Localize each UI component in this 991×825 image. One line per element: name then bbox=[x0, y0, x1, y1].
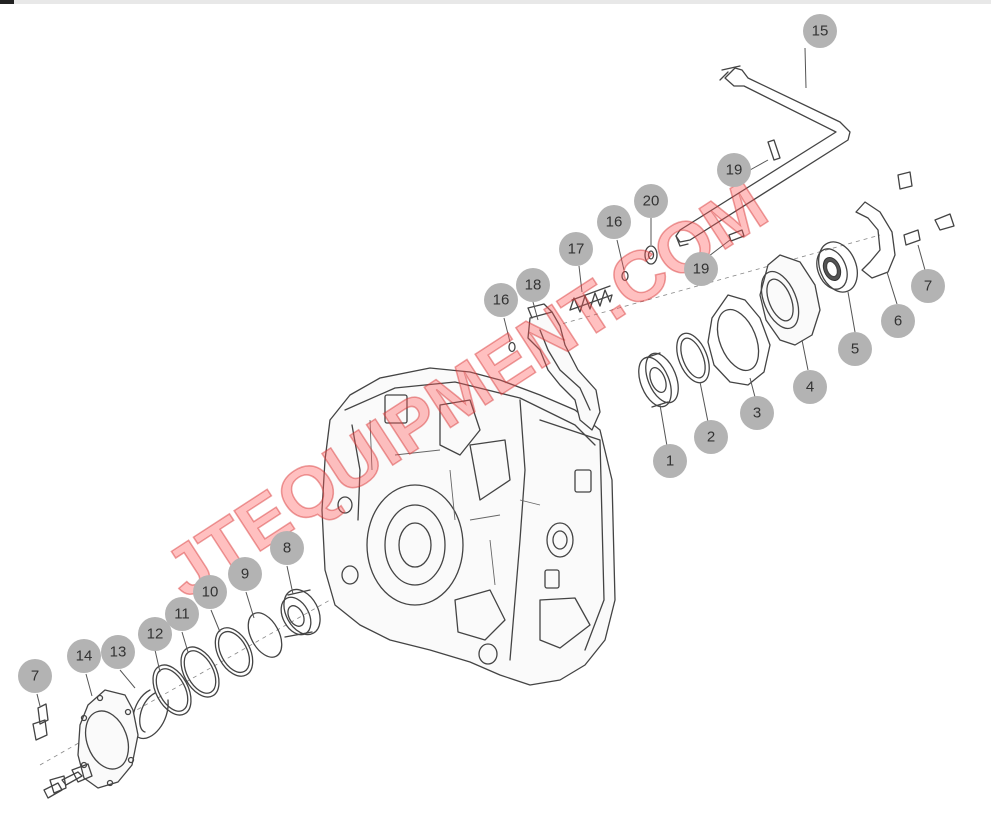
callout-9: 9 bbox=[228, 557, 262, 591]
corner-mark bbox=[0, 0, 14, 4]
callout-13: 13 bbox=[101, 635, 135, 669]
pin-19-upper bbox=[767, 139, 781, 161]
ring-9 bbox=[247, 612, 283, 658]
bearing-carrier-4 bbox=[759, 254, 821, 346]
gasket-3 bbox=[707, 294, 771, 386]
svg-text:16: 16 bbox=[493, 292, 510, 309]
callout-14: 14 bbox=[67, 639, 101, 673]
callout-11: 11 bbox=[165, 597, 199, 631]
svg-text:7: 7 bbox=[924, 278, 932, 295]
svg-text:11: 11 bbox=[174, 606, 190, 623]
o-ring-16a bbox=[621, 270, 629, 282]
callout-4: 4 bbox=[793, 370, 827, 404]
svg-text:9: 9 bbox=[241, 566, 249, 583]
svg-text:17: 17 bbox=[568, 241, 585, 258]
callout-1: 1 bbox=[653, 444, 687, 478]
callout-20: 20 bbox=[634, 184, 668, 218]
shift-lever-15 bbox=[675, 65, 851, 247]
washer-20 bbox=[644, 245, 658, 265]
callout-7-lower: 7 bbox=[18, 659, 52, 693]
callout-17: 17 bbox=[559, 232, 593, 266]
svg-text:19: 19 bbox=[726, 162, 743, 179]
svg-text:10: 10 bbox=[202, 584, 219, 601]
svg-text:19: 19 bbox=[693, 261, 710, 278]
svg-text:1: 1 bbox=[666, 453, 674, 470]
transmission-housing bbox=[321, 367, 616, 686]
callout-10: 10 bbox=[193, 575, 227, 609]
bearing-1 bbox=[638, 352, 679, 408]
bolts-7-lower bbox=[32, 703, 93, 799]
callout-19-lower: 19 bbox=[684, 252, 718, 286]
ring-10 bbox=[214, 627, 254, 677]
svg-text:2: 2 bbox=[707, 429, 715, 446]
svg-text:5: 5 bbox=[851, 341, 859, 358]
svg-text:20: 20 bbox=[643, 193, 660, 210]
pin-19-lower bbox=[728, 229, 745, 242]
seal-5 bbox=[816, 241, 858, 293]
ring-12 bbox=[152, 664, 192, 716]
svg-text:7: 7 bbox=[31, 668, 39, 685]
ring-2 bbox=[676, 332, 710, 384]
svg-text:4: 4 bbox=[806, 379, 814, 396]
callout-2: 2 bbox=[694, 420, 728, 454]
spring-17 bbox=[569, 285, 613, 313]
svg-text:8: 8 bbox=[283, 540, 291, 557]
svg-text:6: 6 bbox=[894, 313, 902, 330]
svg-text:12: 12 bbox=[147, 626, 164, 643]
top-border bbox=[0, 0, 991, 4]
svg-text:14: 14 bbox=[76, 648, 93, 665]
callout-12: 12 bbox=[138, 617, 172, 651]
svg-text:15: 15 bbox=[812, 23, 829, 40]
shift-fork-18 bbox=[527, 303, 601, 431]
svg-text:3: 3 bbox=[753, 405, 761, 422]
leader-lines bbox=[36, 47, 926, 707]
callout-15: 15 bbox=[803, 14, 837, 48]
callout-6: 6 bbox=[881, 304, 915, 338]
callout-8: 8 bbox=[270, 531, 304, 565]
cover-plate-14 bbox=[77, 689, 139, 789]
callout-19-upper: 19 bbox=[717, 153, 751, 187]
bearing-8 bbox=[280, 588, 321, 638]
callout-3: 3 bbox=[740, 396, 774, 430]
callout-16-upper: 16 bbox=[597, 205, 631, 239]
bolts-7-upper bbox=[897, 171, 955, 246]
callout-18: 18 bbox=[516, 268, 550, 302]
svg-text:18: 18 bbox=[525, 277, 542, 294]
callout-7-upper: 7 bbox=[911, 269, 945, 303]
svg-text:16: 16 bbox=[606, 214, 623, 231]
retainer-6 bbox=[855, 201, 896, 279]
o-ring-16b bbox=[508, 341, 516, 353]
callout-16-lower: 16 bbox=[484, 283, 518, 317]
callout-5: 5 bbox=[838, 332, 872, 366]
snap-ring-13 bbox=[131, 689, 169, 740]
svg-text:13: 13 bbox=[110, 644, 127, 661]
